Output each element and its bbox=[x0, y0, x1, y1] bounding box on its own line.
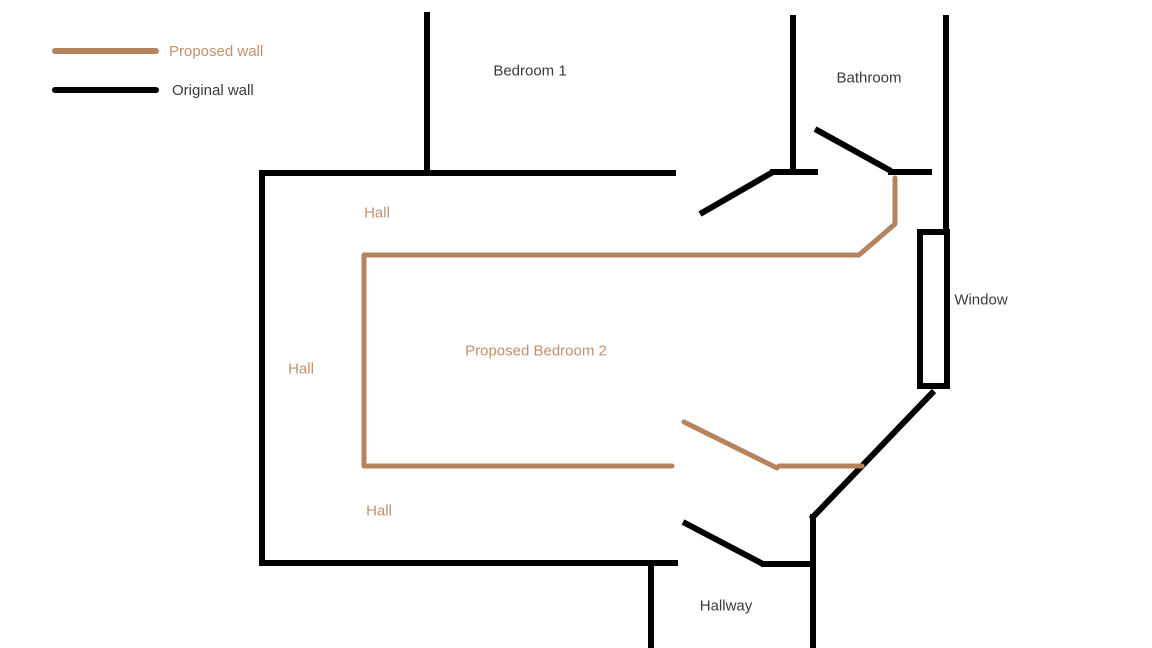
hall-left-label: Hall bbox=[288, 360, 314, 378]
window-label: Window bbox=[954, 291, 1008, 309]
window-frame bbox=[917, 229, 950, 389]
hallway-label: Hallway bbox=[699, 597, 753, 615]
window-diagonal-wall bbox=[808, 388, 937, 522]
proposed-door-swing bbox=[681, 419, 780, 471]
bedroom1-door-swing bbox=[698, 169, 775, 217]
legend-proposed-label: Proposed wall bbox=[169, 43, 264, 60]
original-wall-swatch bbox=[52, 87, 159, 93]
proposed-wall-swatch bbox=[52, 48, 159, 54]
hall-bottom-label: Hall bbox=[366, 502, 392, 520]
legend-original-label: Original wall bbox=[172, 82, 254, 99]
bathroom-door-swing bbox=[813, 126, 893, 174]
hall-top-label: Hall bbox=[364, 204, 390, 222]
bedroom1-label: Bedroom 1 bbox=[493, 62, 567, 80]
hallway-door-swing bbox=[681, 519, 765, 567]
bathroom-label: Bathroom bbox=[836, 69, 902, 87]
proposed-bedroom2-wall bbox=[361, 175, 898, 469]
proposed-bedroom2-label: Proposed Bedroom 2 bbox=[465, 342, 607, 360]
